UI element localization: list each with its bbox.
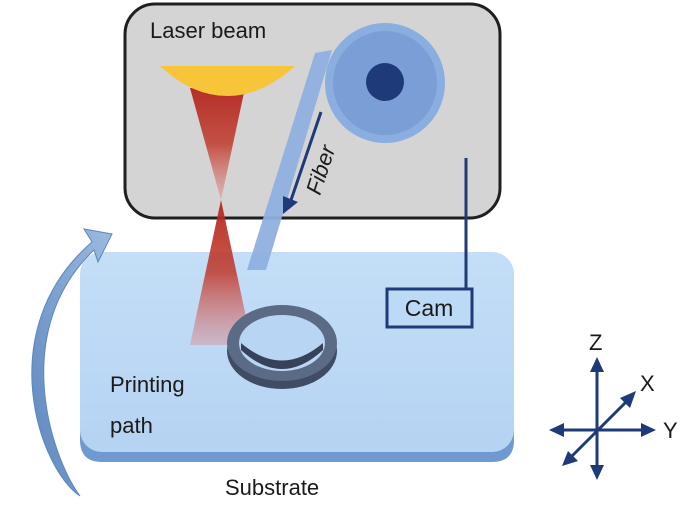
- laser-cone-lower: [190, 200, 252, 345]
- printing-path-label-line2: path: [110, 413, 153, 438]
- laser-beam: [160, 66, 295, 345]
- z-arrow-down-icon: [590, 465, 604, 480]
- x-arrow-down-icon: [562, 451, 578, 466]
- printed-ring-icon: [227, 305, 337, 389]
- axis-x-label: X: [640, 371, 655, 396]
- lens-icon: [160, 66, 295, 96]
- y-arrow-left-icon: [549, 423, 564, 437]
- printing-path-label-line1: Printing: [110, 372, 185, 397]
- substrate-label: Substrate: [225, 475, 319, 500]
- x-axis-line: [568, 398, 630, 460]
- z-arrow-up-icon: [590, 357, 604, 372]
- coordinate-axes: [549, 357, 656, 480]
- laser-cone-upper: [190, 88, 245, 200]
- laser-beam-label: Laser beam: [150, 18, 266, 43]
- fiber-strand: [247, 50, 332, 270]
- rotation-arrow-icon: [31, 228, 113, 497]
- axis-z-label: Z: [589, 330, 602, 355]
- camera-box: [385, 287, 474, 329]
- fiber-spool-icon: [325, 23, 445, 143]
- axis-y-label: Y: [663, 418, 678, 443]
- x-arrow-up-icon: [620, 391, 636, 408]
- fiber-direction-arrow-icon: [283, 111, 323, 214]
- spool-hub: [366, 63, 404, 101]
- cam-label: Cam: [405, 295, 454, 321]
- y-arrow-right-icon: [641, 423, 656, 437]
